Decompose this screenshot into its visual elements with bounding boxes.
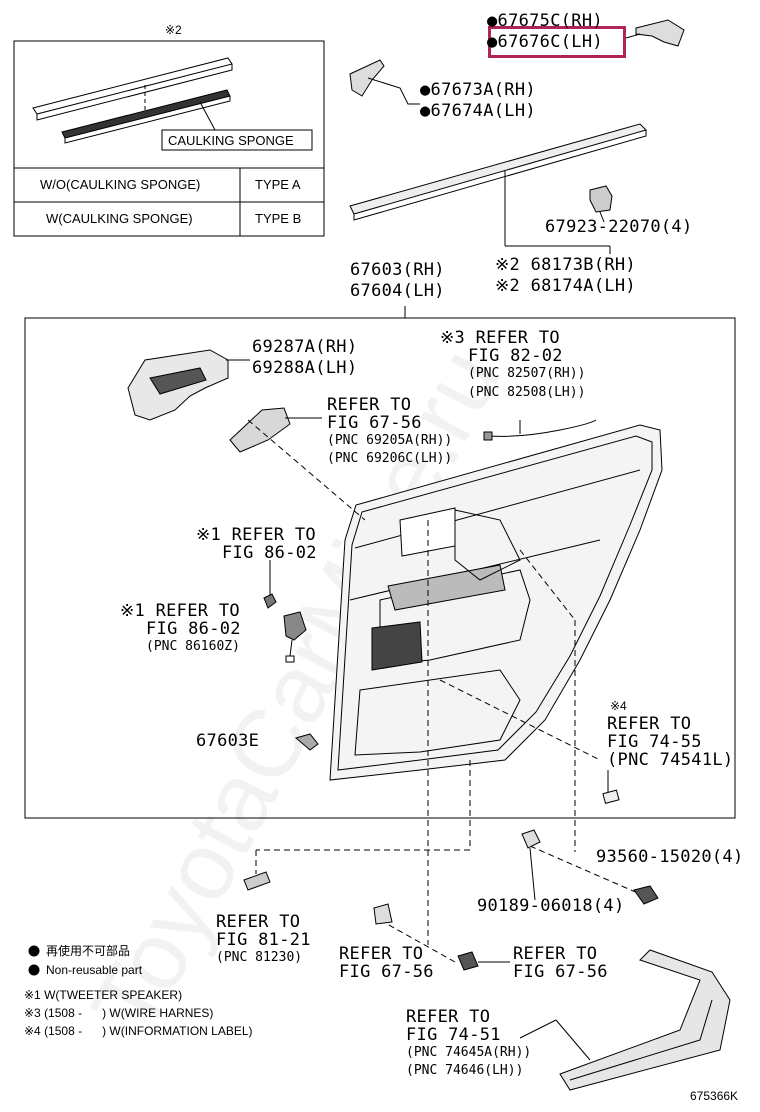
part-69288a[interactable]: 69288A(LH)	[252, 358, 358, 378]
inset-strip-b	[61, 89, 231, 139]
highlight-box	[488, 26, 626, 58]
refer-86-02-a-fig: FIG 86-02	[222, 543, 317, 563]
refer-86-02-b-pnc: (PNC 86160Z)	[146, 639, 240, 654]
part-67675c[interactable]: ●67675C(RH)	[487, 11, 603, 31]
refer-82-02-fig: FIG 82-02	[468, 346, 563, 366]
garnish-67673	[349, 59, 385, 97]
garnish-74645	[559, 949, 731, 1091]
screw-86-02	[263, 593, 277, 609]
refer-82-02-pnc-rh: (PNC 82507(RH))	[468, 366, 586, 381]
refer-74-51-pnc-lh: (PNC 74646(LH))	[406, 1063, 524, 1078]
refer-86-02-a[interactable]: ※1 REFER TO	[196, 525, 316, 545]
panel-frame	[24, 317, 736, 819]
door-trim-panel	[329, 424, 663, 781]
refer-74-55[interactable]: REFER TO	[607, 714, 692, 734]
legend-note-4: ※4 (1508 - ) W(INFORMATION LABEL)	[24, 1024, 253, 1038]
screw-67-56b	[457, 951, 479, 971]
inset-row-1-type: TYPE A	[255, 177, 301, 192]
refer-82-02-pnc-lh: (PNC 82508(LH))	[468, 385, 586, 400]
diagram-id: 675366K	[690, 1089, 739, 1103]
refer-67-56-pnc-rh: (PNC 69205A(RH))	[327, 433, 453, 448]
inset-row-2-desc: W(CAULKING SPONGE)	[46, 211, 193, 226]
legend-nonreusable-jp: 再使用不可部品	[46, 944, 131, 958]
refer-67-56-c[interactable]: REFER TO	[513, 944, 598, 964]
part-90189[interactable]: 90189-06018(4)	[477, 896, 625, 916]
refer-74-55-mark: ※4	[610, 699, 627, 713]
refer-74-55-fig: FIG 74-55	[607, 732, 702, 752]
refer-86-02-b[interactable]: ※1 REFER TO	[120, 601, 240, 621]
legend-note-1: ※1 W(TWEETER SPEAKER)	[24, 988, 183, 1002]
refer-81-21-pnc: (PNC 81230)	[216, 950, 303, 965]
part-67604[interactable]: 67604(LH)	[350, 281, 445, 301]
speaker-86160	[283, 611, 307, 641]
garnish-67675	[635, 19, 685, 47]
refer-74-51-fig: FIG 74-51	[406, 1025, 501, 1045]
info-label-74541	[602, 789, 620, 804]
inset-mark: ※2	[165, 23, 182, 37]
refer-82-02[interactable]: ※3 REFER TO	[440, 328, 560, 348]
refer-81-21[interactable]: REFER TO	[216, 912, 301, 932]
refer-81-21-fig: FIG 81-21	[216, 930, 311, 950]
part-67673a[interactable]: ●67673A(RH)	[420, 80, 536, 100]
refer-86-02-b-fig: FIG 86-02	[146, 619, 241, 639]
refer-74-51[interactable]: REFER TO	[406, 1007, 491, 1027]
refer-67-56-pnc-lh: (PNC 69206C(LH))	[327, 451, 453, 466]
refer-74-55-pnc: (PNC 74541L)	[607, 750, 734, 770]
wire-harness-82507	[487, 419, 597, 437]
legend-nonreusable-en: Non-reusable part	[46, 963, 143, 977]
inset-row-1-desc: W/O(CAULKING SPONGE)	[40, 177, 201, 192]
legend-note-3: ※3 (1508 - ) W(WIRE HARNES)	[24, 1006, 214, 1020]
clip-67603e	[294, 733, 319, 751]
inset-box	[13, 40, 325, 237]
caulking-sponge-label: CAULKING SPONGE	[168, 133, 294, 148]
part-67923[interactable]: 67923-22070(4)	[545, 217, 693, 237]
clip-67-56a	[373, 903, 393, 925]
part-68174a[interactable]: ※2 68174A(LH)	[495, 276, 636, 296]
refer-67-56[interactable]: REFER TO	[327, 395, 412, 415]
nut-90189	[521, 829, 541, 849]
refer-67-56-fig: FIG 67-56	[327, 413, 422, 433]
refer-67-56-b[interactable]: REFER TO	[339, 944, 424, 964]
part-69287a[interactable]: 69287A(RH)	[252, 337, 358, 357]
part-67603[interactable]: 67603(RH)	[350, 260, 445, 280]
part-93560[interactable]: 93560-15020(4)	[596, 847, 744, 867]
inset-row-2-type: TYPE B	[255, 211, 302, 226]
refer-74-51-pnc-rh: (PNC 74645A(RH))	[406, 1045, 532, 1060]
part-67674a[interactable]: ●67674A(LH)	[420, 101, 536, 121]
part-68173b[interactable]: ※2 68173B(RH)	[495, 255, 636, 275]
clip-81230	[243, 871, 271, 891]
clip-67923	[589, 185, 613, 213]
refer-67-56-c-fig: FIG 67-56	[513, 962, 608, 982]
part-67603e[interactable]: 67603E	[196, 731, 260, 751]
part-67676c[interactable]: ●67676C(LH)	[487, 32, 603, 52]
refer-67-56-b-fig: FIG 67-56	[339, 962, 434, 982]
screw-93560	[633, 885, 659, 905]
